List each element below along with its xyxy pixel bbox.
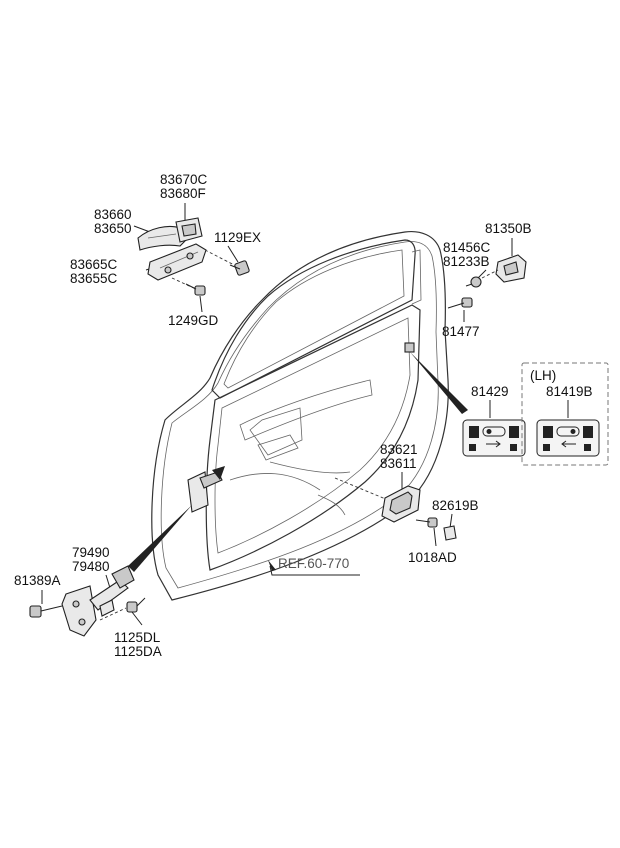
screw-81233b <box>465 276 482 288</box>
label-83680f: 83680F <box>160 186 206 201</box>
door-trim-panel <box>205 304 421 571</box>
label-79490: 79490 <box>72 545 110 560</box>
label-83655c: 83655C <box>70 271 118 286</box>
screw-1129ex <box>229 260 250 276</box>
lh-variant-box <box>521 362 609 466</box>
label-lh: (LH) <box>530 368 556 383</box>
label-1249gd: 1249GD <box>168 313 219 328</box>
label-81429: 81429 <box>471 384 509 399</box>
screw-81477 <box>447 297 473 309</box>
label-1129ex: 1129EX <box>214 230 261 245</box>
child-lock-label-81419b <box>536 419 600 457</box>
ref-arrow <box>268 560 276 571</box>
bolt-81389a <box>29 605 63 618</box>
screw-1018ad <box>415 517 438 528</box>
screw-1249gd <box>185 283 206 296</box>
outside-handle-cover <box>137 225 189 251</box>
label-81477: 81477 <box>442 324 480 339</box>
pointer-door-check <box>128 505 192 572</box>
door-latch <box>495 254 527 283</box>
label-83660: 83660 <box>94 207 132 222</box>
door-outer-panel <box>151 230 449 601</box>
inside-door-handle <box>381 485 421 523</box>
label-83670c: 83670C <box>160 172 208 187</box>
door-window-frame <box>211 239 422 399</box>
label-81419b: 81419B <box>546 384 593 399</box>
label-1018ad: 1018AD <box>408 550 457 565</box>
outside-handle-cap <box>175 217 203 243</box>
child-lock-label-81429 <box>462 419 526 457</box>
door-check-mount <box>187 466 225 513</box>
pointer-81429 <box>410 352 468 414</box>
latch-clip <box>404 342 415 353</box>
door-checker <box>61 565 135 637</box>
label-81456c: 81456C <box>443 240 491 255</box>
outside-handle-frame <box>147 243 207 281</box>
label-82619b: 82619B <box>432 498 479 513</box>
handle-cap-82619b <box>443 525 457 541</box>
label-ref: REF.60-770 <box>278 556 349 571</box>
ref-leader <box>269 565 360 576</box>
label-83650: 83650 <box>94 221 132 236</box>
bolt-1125dl <box>126 597 146 626</box>
label-83611: 83611 <box>380 456 417 471</box>
label-81350b: 81350B <box>485 221 532 236</box>
label-83621: 83621 <box>380 442 418 457</box>
label-79480: 79480 <box>72 559 110 574</box>
label-1125dl: 1125DL <box>114 630 161 645</box>
label-83665c: 83665C <box>70 257 118 272</box>
label-81233b: 81233B <box>443 254 490 269</box>
label-81389a: 81389A <box>14 573 61 588</box>
label-1125da: 1125DA <box>114 644 162 659</box>
